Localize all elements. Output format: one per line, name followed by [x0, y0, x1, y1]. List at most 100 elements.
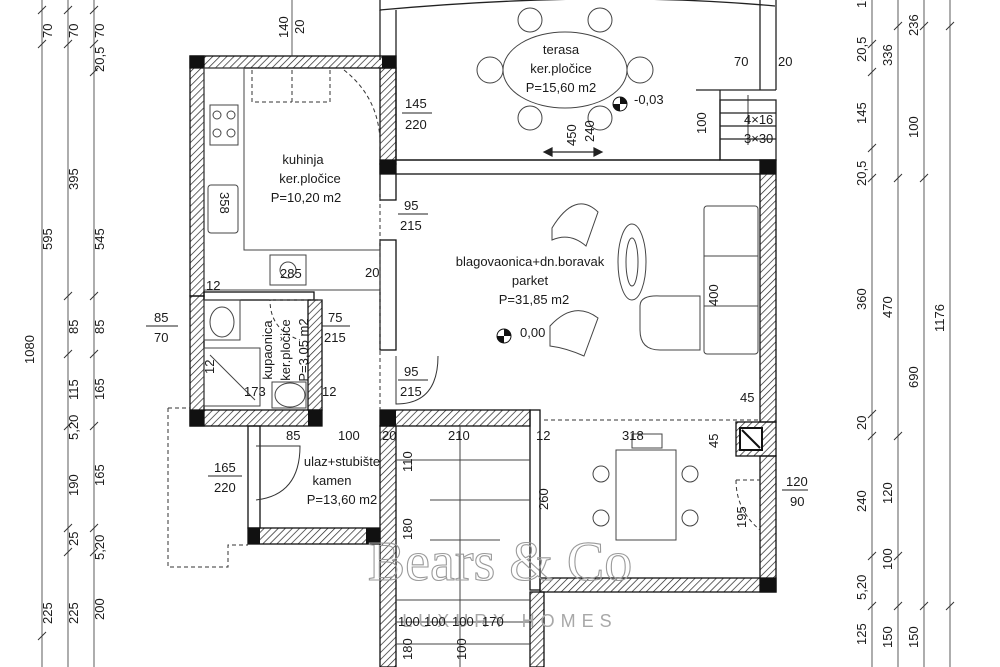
svg-text:318: 318 [622, 428, 644, 443]
level-marker-terrace [612, 96, 628, 112]
level-marker-living [496, 328, 512, 344]
door-swings [255, 299, 761, 531]
right-dims-col2: 336 470 120 100 150 [880, 44, 895, 648]
room-label-kupaonica: kupaonica ker.pločice P=3,05 m2 [260, 318, 311, 381]
svg-text:470: 470 [880, 296, 895, 318]
svg-text:1080: 1080 [22, 335, 37, 364]
svg-text:blagovaonica+dn.boravak: blagovaonica+dn.boravak [456, 254, 605, 269]
door-w-2: 85 [154, 310, 168, 325]
stairs [396, 426, 530, 667]
svg-text:595: 595 [40, 228, 55, 250]
svg-text:terasa: terasa [543, 42, 580, 57]
level-terrace: -0,03 [634, 92, 664, 107]
svg-text:150: 150 [880, 626, 895, 648]
svg-text:5,20: 5,20 [66, 415, 81, 440]
svg-text:240: 240 [854, 490, 869, 512]
svg-text:20,5: 20,5 [854, 37, 869, 62]
svg-text:85: 85 [66, 320, 81, 334]
svg-text:kuhinja: kuhinja [282, 152, 324, 167]
interior-dims: 70 20 100 450 240 358 285 20 12 12 173 1… [202, 54, 792, 660]
shaft-icon [741, 429, 761, 449]
right-dims-col1: 20,5 145 20,5 360 20 240 5,20 125 [854, 37, 869, 645]
svg-text:236: 236 [906, 14, 921, 36]
svg-text:5,20: 5,20 [92, 535, 107, 560]
right-dimension-chains [867, 0, 955, 667]
svg-text:545: 545 [92, 228, 107, 250]
svg-text:120: 120 [880, 482, 895, 504]
svg-text:12: 12 [536, 428, 550, 443]
svg-text:200: 200 [92, 598, 107, 620]
svg-text:100: 100 [424, 614, 446, 629]
svg-text:240: 240 [582, 120, 597, 142]
svg-text:110: 110 [400, 451, 415, 472]
dining-set [592, 433, 699, 541]
svg-text:115: 115 [66, 379, 81, 400]
svg-text:12: 12 [202, 360, 217, 374]
svg-text:20,5: 20,5 [92, 47, 107, 72]
svg-text:400: 400 [706, 284, 721, 306]
left-dims-col1: 70 595 1080 225 [22, 24, 55, 624]
svg-text:336: 336 [880, 44, 895, 66]
door-w-5: 165 [214, 460, 236, 475]
svg-text:100: 100 [398, 614, 420, 629]
kitchen-terrace-doors [251, 69, 381, 151]
svg-text:ulaz+stubište: ulaz+stubište [304, 454, 380, 469]
door-h-3: 215 [324, 330, 346, 345]
right-dims-col4: 690 150 16 [854, 0, 921, 648]
svg-text:20: 20 [382, 428, 396, 443]
wall-corners [190, 56, 776, 592]
svg-text:ker.pločice: ker.pločice [278, 319, 293, 380]
living-furniture [549, 203, 759, 357]
door-w-0: 145 [405, 96, 427, 111]
door-h-4: 215 [400, 384, 422, 399]
svg-text:kamen: kamen [312, 473, 351, 488]
svg-text:150: 150 [906, 626, 921, 648]
door-h-2: 70 [154, 330, 168, 345]
svg-text:45: 45 [740, 390, 754, 405]
svg-text:225: 225 [66, 602, 81, 624]
level-living: 0,00 [520, 325, 545, 340]
left-dims-col2: 70 395 85 115 5,20 190 25 225 [66, 24, 81, 624]
svg-text:690: 690 [906, 366, 921, 388]
door-size-labels [146, 112, 808, 491]
svg-text:180: 180 [400, 638, 415, 660]
svg-text:360: 360 [854, 288, 869, 310]
svg-text:parket: parket [512, 273, 549, 288]
svg-text:ker.pločice: ker.pločice [530, 61, 591, 76]
stair-label-treads: 3×30 [744, 131, 773, 146]
svg-text:165: 165 [92, 378, 107, 400]
svg-text:100: 100 [880, 548, 895, 570]
walls [189, 55, 777, 667]
svg-text:P=3,05 m2: P=3,05 m2 [296, 318, 311, 381]
watermark-sub: LUXURY HOMES [402, 611, 617, 631]
svg-text:395: 395 [66, 168, 81, 190]
svg-text:1176: 1176 [932, 304, 947, 332]
svg-text:70: 70 [734, 54, 748, 69]
svg-text:5,20: 5,20 [854, 575, 869, 600]
svg-text:100: 100 [452, 614, 474, 629]
svg-text:12: 12 [322, 384, 336, 399]
svg-text:210: 210 [448, 428, 470, 443]
svg-text:P=10,20 m2: P=10,20 m2 [271, 190, 341, 205]
svg-text:100: 100 [338, 428, 360, 443]
svg-text:450: 450 [564, 124, 579, 146]
svg-text:16: 16 [854, 0, 869, 8]
svg-text:20: 20 [854, 416, 869, 430]
door-h-1: 215 [400, 218, 422, 233]
room-label-boravak: blagovaonica+dn.boravak parket P=31,85 m… [456, 254, 605, 307]
svg-text:165: 165 [92, 464, 107, 486]
svg-text:100: 100 [454, 638, 469, 660]
svg-text:45: 45 [706, 434, 721, 448]
svg-text:70: 70 [66, 24, 81, 38]
top-dim-0: 140 [276, 16, 291, 38]
svg-text:20,5: 20,5 [854, 161, 869, 186]
room-label-ulaz: ulaz+stubište kamen P=13,60 m2 [304, 454, 380, 507]
svg-text:P=15,60 m2: P=15,60 m2 [526, 80, 596, 95]
right-dims-col3: 236 100 1176 [906, 14, 947, 332]
door-w-6: 120 [786, 474, 808, 489]
top-dim-1: 20 [292, 20, 307, 34]
svg-text:195: 195 [734, 506, 749, 528]
svg-text:P=13,60 m2: P=13,60 m2 [307, 492, 377, 507]
svg-text:225: 225 [40, 602, 55, 624]
svg-text:100: 100 [694, 112, 709, 134]
